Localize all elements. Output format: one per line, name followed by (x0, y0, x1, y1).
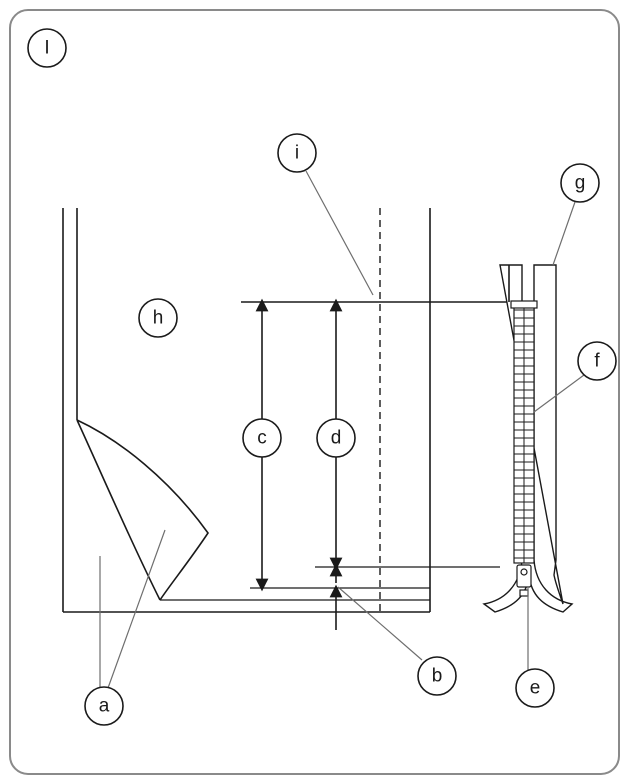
callout-d: d (316, 418, 356, 458)
svg-text:h: h (153, 308, 164, 329)
panel-label: I (27, 28, 67, 68)
zipper-slider (516, 564, 532, 588)
panel-label-text: I (44, 38, 49, 59)
garment-piece (62, 208, 500, 613)
zipper-pull-ring (520, 568, 528, 576)
zipper-tooth-rows (514, 305, 534, 563)
svg-text:i: i (295, 143, 299, 164)
callout-b: b (417, 656, 457, 696)
zipper-bottom-stop (519, 589, 529, 597)
callout-g: g (560, 163, 600, 203)
callout-f: f (577, 341, 617, 381)
folded-flap (76, 419, 209, 601)
svg-text:b: b (432, 666, 443, 687)
callout-a: a (84, 686, 124, 726)
diagram-frame (9, 9, 620, 775)
svg-text:a: a (99, 696, 110, 717)
svg-text:g: g (575, 173, 586, 194)
svg-text:d: d (331, 428, 342, 449)
callout-e: e (515, 668, 555, 708)
callout-c: c (242, 418, 282, 458)
svg-text:e: e (530, 678, 541, 699)
zipper (482, 264, 574, 613)
zipper-top-stop (510, 300, 538, 309)
leader-lines (99, 170, 585, 689)
callout-i: i (277, 133, 317, 173)
svg-text:f: f (594, 351, 600, 372)
svg-text:c: c (257, 428, 267, 449)
callout-h: h (138, 298, 178, 338)
